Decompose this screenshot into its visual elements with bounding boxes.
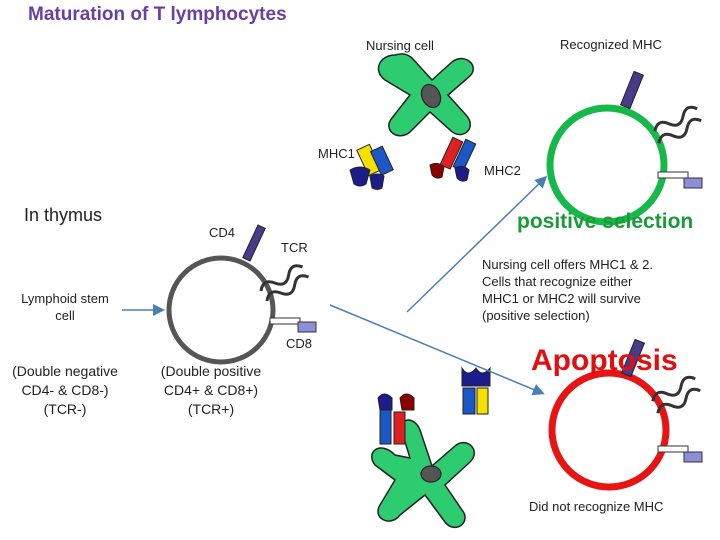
mhc-molecules-bottom [377, 366, 491, 445]
lymphoid-stem-cell-label: Lymphoid stem cell [6, 290, 124, 324]
mhc2-label: MHC2 [484, 163, 521, 178]
cd8-label: CD8 [286, 336, 313, 351]
surviving-cell [546, 70, 703, 226]
arrow-to-apoptosis [329, 304, 545, 396]
did-not-recognize-label: Did not recognize MHC [529, 499, 664, 514]
positive-selection-label: positive selection [517, 210, 694, 233]
mhc1-molecule-top [349, 143, 394, 190]
explanation-line-2: Cells that recognize either [482, 274, 633, 289]
dn-line-3: (TCR-) [43, 401, 87, 417]
page-title: Maturation of T lymphocytes [28, 4, 287, 25]
lymphoid-stem-cell [4, 251, 122, 369]
mhc2-molecule-top [429, 136, 477, 182]
explanation-line-1: Nursing cell offers MHC1 & 2. [482, 257, 653, 272]
explanation-text: Nursing cell offers MHC1 & 2. Cells that… [482, 256, 712, 324]
double-positive-label: (Double positive CD4+ & CD8+) (TCR+) [146, 362, 276, 419]
dn-line-2: CD4- & CD8-) [21, 382, 109, 398]
explanation-line-3: MHC1 or MHC2 will survive [482, 291, 641, 306]
nursing-cell-bottom [371, 419, 475, 529]
nursing-cell-label: Nursing cell [366, 38, 434, 53]
apoptotic-cell [548, 338, 703, 491]
double-positive-cell [166, 224, 317, 365]
stem-line-2: cell [55, 308, 75, 323]
tcr-label: TCR [281, 240, 308, 255]
explanation-line-4: (positive selection) [482, 308, 590, 323]
dp-line-3: (TCR+) [187, 401, 235, 417]
double-negative-label: (Double negative CD4- & CD8-) (TCR-) [0, 362, 130, 419]
dn-line-1: (Double negative [12, 363, 118, 379]
cd4-label: CD4 [209, 225, 236, 240]
nursing-cell-top [377, 53, 474, 137]
mhc1-label: MHC1 [318, 146, 355, 161]
apoptosis-label: Apoptosis [531, 344, 678, 377]
dp-line-2: CD4+ & CD8+) [163, 382, 259, 398]
dp-line-1: (Double positive [160, 363, 262, 379]
in-thymus-label: In thymus [24, 205, 103, 225]
arrow-to-survive [406, 175, 548, 313]
recognized-mhc-label: Recognized MHC [560, 37, 662, 52]
stem-line-1: Lymphoid stem [21, 291, 109, 306]
